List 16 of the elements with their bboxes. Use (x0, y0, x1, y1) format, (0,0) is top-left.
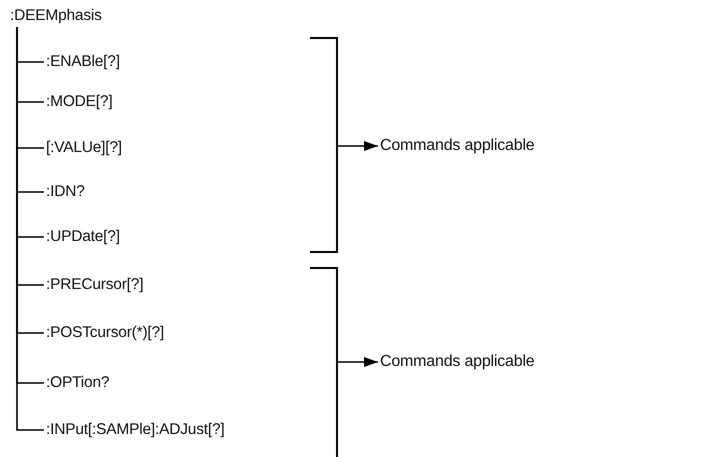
command-text: :PRECursor[?] (46, 274, 144, 296)
bracket (310, 267, 338, 457)
command-text: :IDN? (46, 181, 85, 203)
command-text: [:VALUe][?] (46, 137, 122, 159)
tree-line (338, 357, 378, 367)
bracket (310, 37, 338, 253)
command-text: :ENABle[?] (46, 51, 120, 73)
tree-line (338, 141, 378, 151)
command-text: :MODE[?] (46, 91, 112, 113)
command-text: :DEEMphasis (10, 5, 102, 27)
note-text: Commands applicable (380, 351, 535, 373)
command-text: :UPDate[?] (46, 226, 120, 248)
command-text: :INPut[:SAMPle]:ADJust[?] (46, 419, 224, 441)
note-text: Commands applicable (380, 135, 535, 157)
command-text: :OPTion? (46, 372, 110, 394)
command-text: :POSTcursor(*)[?] (46, 322, 164, 344)
